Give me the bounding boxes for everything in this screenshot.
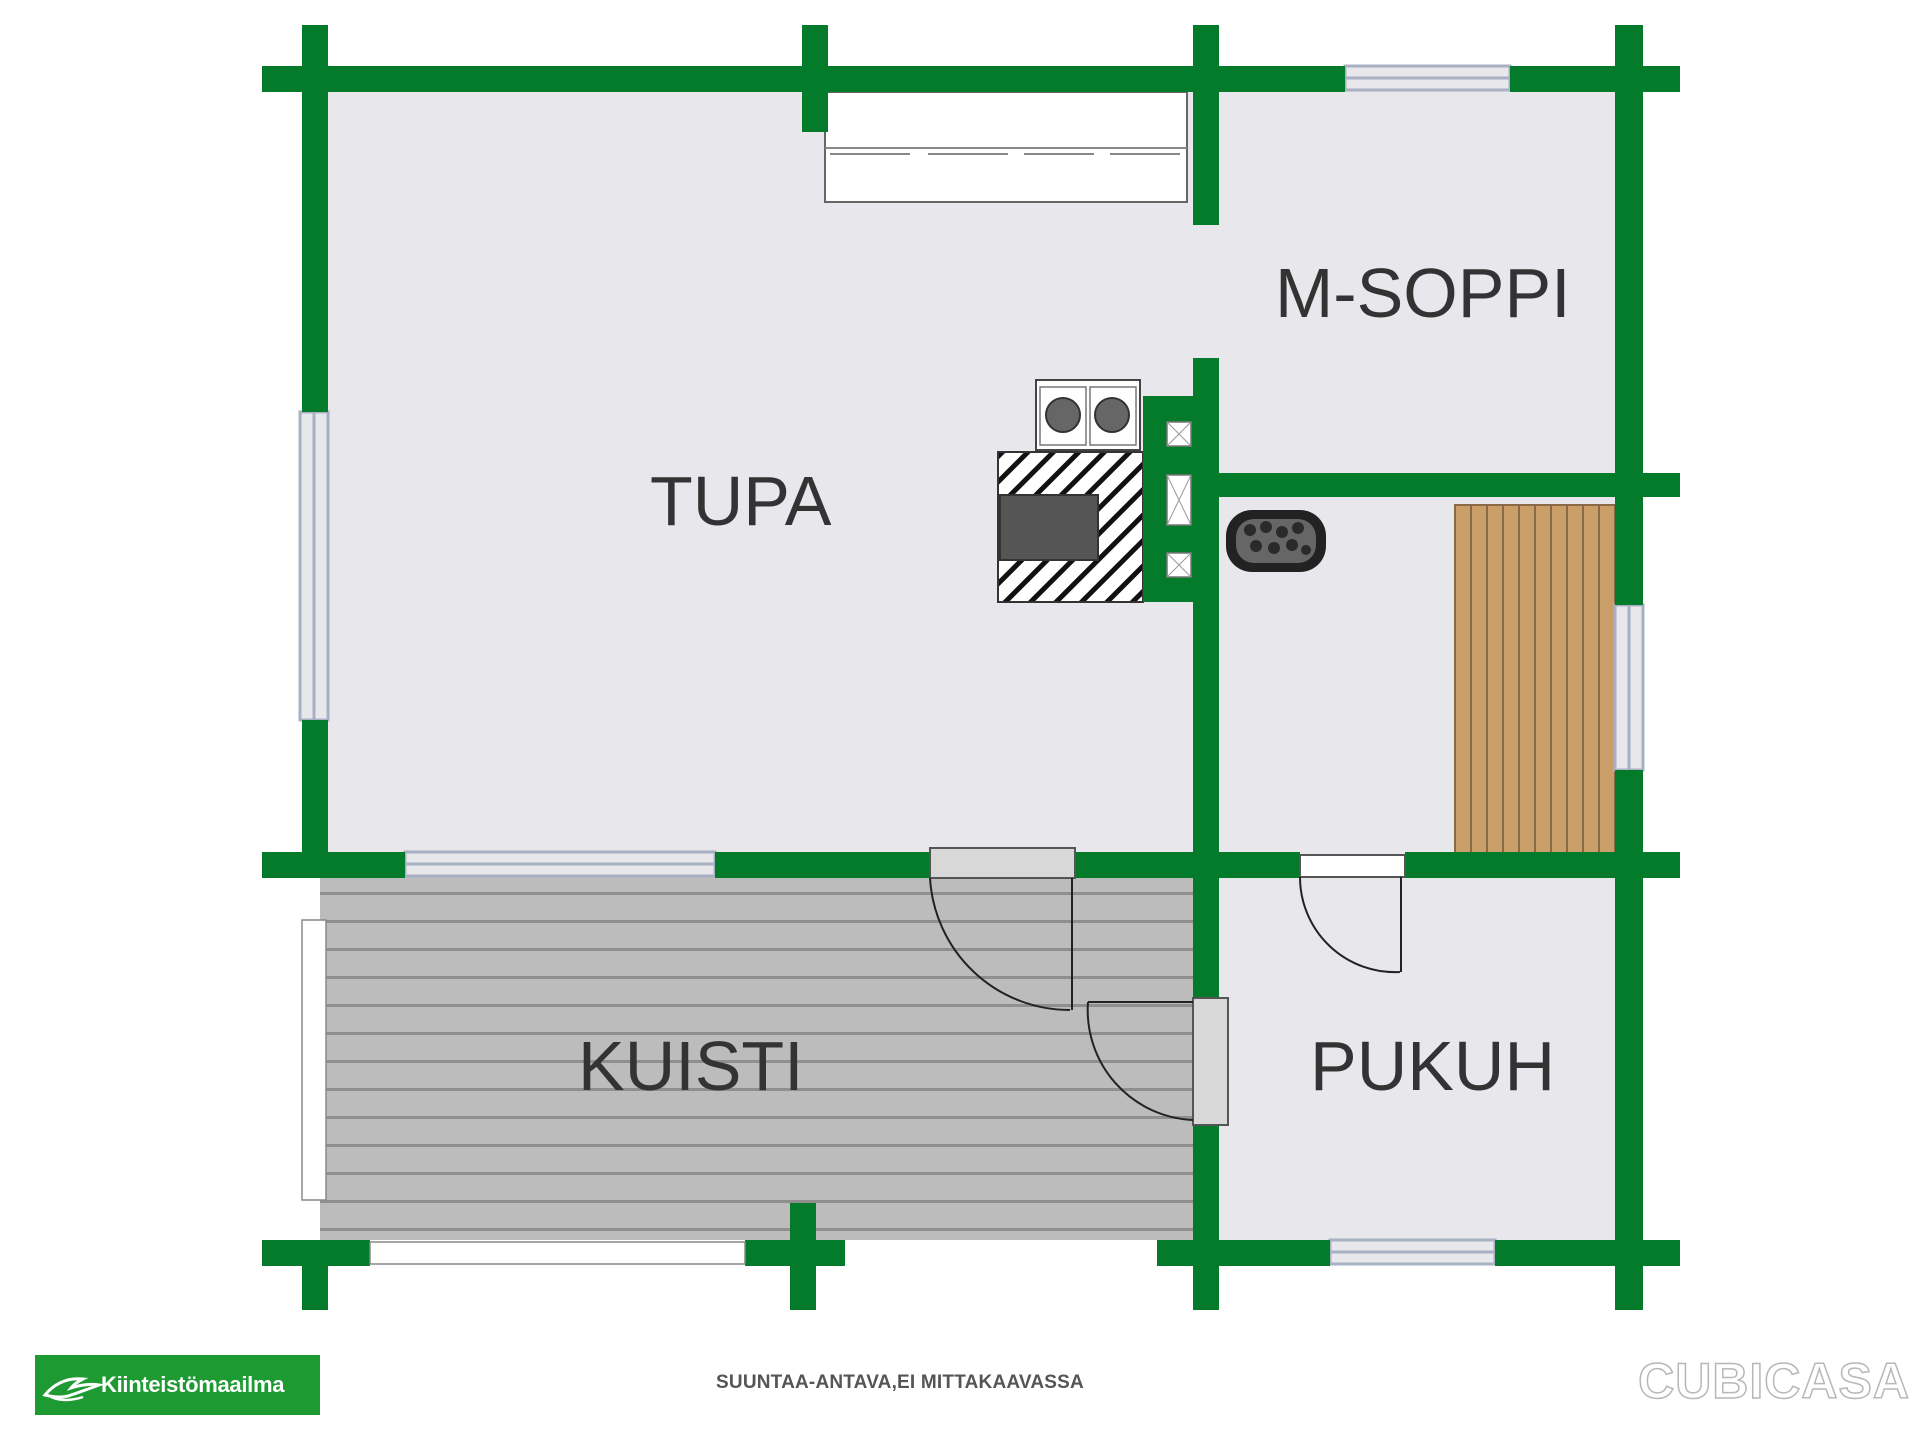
scale-disclaimer: SUUNTAA-ANTAVA,EI MITTAKAAVASSA — [716, 1372, 1084, 1393]
msoppi-floor — [1205, 90, 1625, 485]
kitchen-counter — [824, 91, 1188, 203]
burner-left — [1045, 397, 1081, 433]
door-swing-sauna — [1298, 876, 1401, 974]
sauna-bench — [1454, 504, 1616, 854]
door-frame-sauna — [1299, 854, 1406, 878]
cubicasa-logo: CUBICASA — [1637, 1352, 1910, 1410]
porch-opening-left — [301, 919, 327, 1201]
swallow-icon — [42, 1377, 105, 1402]
kuisti-floor — [320, 860, 1205, 1240]
door-frame-pukuh-porch — [1192, 997, 1229, 1126]
firebox — [999, 494, 1099, 561]
porch-openings — [301, 919, 746, 1265]
room-labels: TUPA M-SOPPI KUISTI PUKUH — [578, 254, 1571, 1105]
door-swing-tupa — [929, 877, 1071, 1012]
chimney-vents — [1166, 421, 1192, 578]
door-frame-tupa — [929, 847, 1076, 879]
room-label-tupa: TUPA — [650, 462, 832, 540]
room-label-kuisti: KUISTI — [578, 1027, 804, 1105]
burner-right — [1094, 397, 1130, 433]
agency-logo: Kiinteistömaailma — [35, 1355, 320, 1415]
pukuh-floor — [1205, 860, 1625, 1240]
stove — [997, 379, 1144, 603]
door-swing-pukuh-porch — [1086, 1001, 1194, 1121]
floor-areas — [320, 90, 1625, 1240]
porch-opening-bottom — [369, 1241, 746, 1265]
sauna-heater — [1226, 510, 1326, 572]
doors — [929, 847, 1406, 1126]
room-label-pukuh: PUKUH — [1310, 1027, 1555, 1105]
agency-logo-text: Kiinteistömaailma — [101, 1372, 285, 1397]
room-label-msoppi: M-SOPPI — [1275, 254, 1571, 332]
